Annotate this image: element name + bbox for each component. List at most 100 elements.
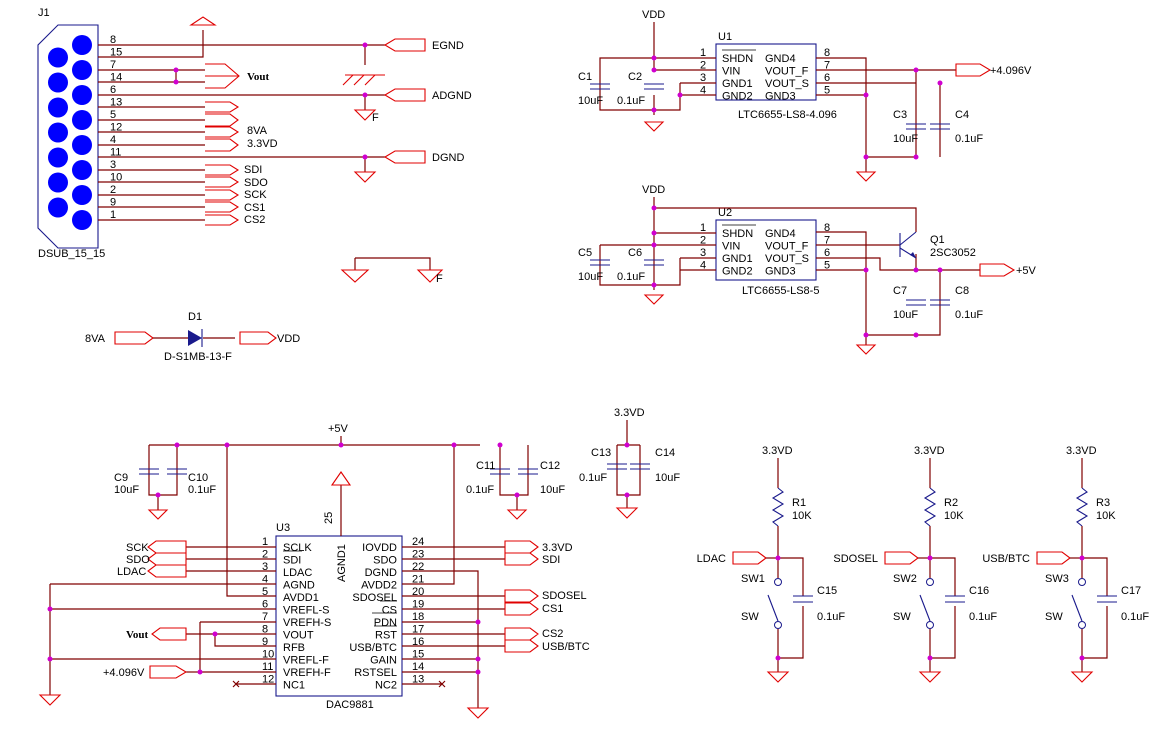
c6-ref: C6 — [628, 247, 642, 259]
j1-pin-number: 9 — [110, 197, 116, 209]
switch-lever — [1071, 594, 1083, 622]
cap-ref: C17 — [1121, 585, 1141, 597]
net-port — [732, 551, 767, 565]
switch-ref: SW1 — [741, 573, 765, 585]
j1-pin-dot — [48, 172, 68, 193]
u1-pin-label-left: SHDN — [722, 53, 753, 65]
u2-pin-label-left: SHDN — [722, 228, 753, 240]
d1-out: VDD — [277, 333, 300, 345]
u3-5v: +5V — [328, 423, 349, 435]
u3-pin-num-left: 7 — [262, 611, 268, 623]
switch-contact — [1078, 578, 1086, 586]
u3-pin-label-left: VREFH-S — [283, 617, 331, 629]
u2-part: LTC6655-LS8-5 — [742, 285, 819, 297]
j1-pin-dot — [72, 135, 92, 155]
u2-pin-label-left: GND1 — [722, 253, 753, 265]
j1-pin-number: 6 — [110, 84, 116, 96]
d1-part: D-S1MB-13-F — [164, 351, 232, 363]
u3-pin-num-right: 23 — [412, 549, 424, 561]
cap-value: 0.1uF — [1121, 611, 1149, 623]
sw-wire — [1081, 526, 1108, 659]
ground-symbol — [1070, 671, 1094, 683]
u3-pin-num-right: 13 — [412, 674, 424, 686]
c12-val: 10uF — [540, 484, 565, 496]
net-dgnd: DGND — [432, 152, 464, 164]
j1-pin-number: 5 — [110, 109, 116, 121]
net-port — [884, 551, 919, 565]
j1-wiring — [98, 30, 431, 339]
j1-pin-dot — [48, 147, 68, 168]
net-vout: Vout — [247, 71, 270, 83]
switch-type: SW — [893, 611, 911, 623]
u3-pin-num-left: 6 — [262, 599, 268, 611]
capacitor-symbol — [1097, 595, 1117, 603]
u3-pin-num-left: 1 — [262, 536, 268, 548]
ground-symbol — [918, 671, 942, 683]
j1-pin-number: 10 — [110, 172, 122, 184]
j1-pin-dot — [48, 122, 68, 143]
u3-pin-label-left: VOUT — [283, 630, 314, 642]
u3-pin-label-right: USB/BTC — [349, 642, 397, 654]
c14-val: 10uF — [655, 472, 680, 484]
u3-in-vout: Vout — [126, 629, 149, 641]
u3-pin-label-left: VREFH-F — [283, 667, 331, 679]
u1-pin-num-right: 5 — [824, 85, 830, 97]
c11-val: 0.1uF — [466, 484, 494, 496]
u3-pin-num-left: 2 — [262, 549, 268, 561]
net-sdo: SDO — [244, 177, 268, 189]
junction-dot — [1079, 555, 1085, 561]
switch-ref: SW2 — [893, 573, 917, 585]
u3-pin-label-right: CS — [382, 605, 397, 617]
j1-pin-dot — [48, 197, 68, 218]
u1-pin-num-right: 7 — [824, 60, 830, 72]
u3-pin-label-left: SCLK — [283, 542, 312, 554]
c11-ref: C11 — [476, 460, 495, 472]
switch-ref: SW3 — [1045, 573, 1069, 585]
net-cs2: CS2 — [244, 214, 265, 226]
u3-ref: U3 — [276, 522, 290, 534]
u3-pin-num-left: 8 — [262, 624, 268, 636]
c13-val: 0.1uF — [579, 472, 607, 484]
net-egnd: EGND — [432, 40, 464, 52]
u3-pin-num-left: 5 — [262, 586, 268, 598]
u3-pin-label-left: SDI — [283, 555, 301, 567]
junction-dot — [927, 655, 933, 661]
u3-pin-label-left: VREFL-F — [283, 655, 329, 667]
j1-ref: J1 — [38, 7, 50, 19]
resistor-value: 10K — [944, 510, 964, 522]
c7-val: 10uF — [893, 309, 918, 321]
u2-pin-label-right: GND3 — [765, 266, 796, 278]
u3-pin-label-left: LDAC — [283, 567, 312, 579]
resistor-symbol — [1075, 487, 1089, 527]
sw-net-label: SDOSEL — [833, 553, 878, 565]
switch-contact — [1078, 621, 1086, 629]
u3-pin-num-right: 14 — [412, 661, 424, 673]
u2-pin-label-right: VOUT_F — [765, 241, 809, 253]
j1-pin-number: 15 — [110, 47, 122, 59]
u3-pin-label-right: PDN — [374, 617, 397, 629]
j1-pin-number: 1 — [110, 209, 116, 221]
c4-val: 0.1uF — [955, 133, 983, 145]
net-3v3: 3.3VD — [247, 138, 278, 150]
u3-pin-num-right: 24 — [412, 536, 424, 548]
u2-pin-label-left: GND2 — [722, 266, 753, 278]
u1-pin-num-right: 6 — [824, 72, 830, 84]
u2-pin-num-right: 6 — [824, 247, 830, 259]
net-cs1: CS1 — [244, 202, 265, 214]
switch-type: SW — [1045, 611, 1063, 623]
q1-ref: Q1 — [930, 234, 945, 246]
j1-pin-number: 12 — [110, 122, 122, 134]
u3-pin-num-left: 4 — [262, 574, 268, 586]
c8-val: 0.1uF — [955, 309, 983, 321]
c1-ref: C1 — [578, 71, 592, 83]
c4-ref: C4 — [955, 109, 969, 121]
switch-contact — [774, 621, 782, 629]
u3-out-sdi: SDI — [542, 554, 560, 566]
j1-pin-dot — [72, 160, 92, 180]
resistor-ref: R3 — [1096, 497, 1110, 509]
u2-pin-num-right: 7 — [824, 235, 830, 247]
u3-pin-num-left: 11 — [262, 661, 273, 673]
cap-value: 0.1uF — [969, 611, 997, 623]
